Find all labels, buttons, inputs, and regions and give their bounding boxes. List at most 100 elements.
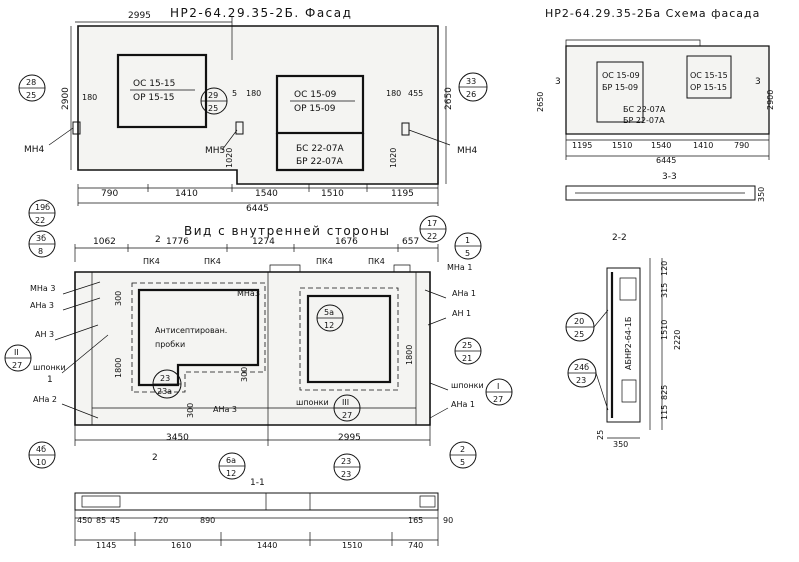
- section-22-mark: АБНР2-64-1Б: [624, 317, 633, 370]
- inner-pk-2: ПК4: [316, 257, 333, 266]
- facade-mh-mid: МН5: [205, 146, 225, 156]
- facade-window1-text-2: ОР 15-15: [133, 93, 175, 103]
- facade-node-right: 33 26: [458, 72, 488, 102]
- sec11-da-0: 450: [77, 516, 92, 525]
- inner-d300-c: 300: [186, 403, 195, 418]
- section-22-pads: [619, 277, 637, 403]
- sec11-dc-1: 890: [200, 516, 215, 525]
- section-22-outline: [606, 267, 641, 423]
- facade-view: НР2-64.29.35-2Б. Фасад 2995 ОС 15-15 ОР …: [18, 6, 488, 214]
- inner-d1800-right: 1800: [405, 345, 414, 365]
- facade-height-left: 2900: [61, 87, 71, 110]
- scheme-view: НР2-64.29.35-2Ба Схема фасада ОС 15-09 Б…: [536, 7, 775, 202]
- inner-view: Вид с внутренней стороны 2 1062 1776 127…: [4, 199, 513, 480]
- sec11-dc-0: 720: [153, 516, 168, 525]
- svg-text:2: 2: [460, 445, 465, 454]
- facade-node-mid: 29 25: [200, 87, 228, 115]
- facade-plate-right: [401, 122, 410, 136]
- facade-bdim-0: 790: [101, 189, 118, 199]
- facade-title: НР2-64.29.35-2Б. Фасад: [170, 6, 352, 20]
- svg-text:23: 23: [160, 374, 170, 383]
- svg-text:5: 5: [465, 249, 470, 258]
- svg-text:I: I: [497, 382, 499, 391]
- facade-mh-left: МН4: [24, 145, 45, 155]
- svg-text:II: II: [14, 348, 19, 357]
- inner-bdim-1: 2995: [338, 433, 361, 443]
- sec11-da-1: 85: [96, 516, 106, 525]
- facade-dim-455: 455: [408, 89, 423, 98]
- inner-top-lugs: [269, 264, 411, 272]
- scheme-sec-left: 3: [555, 77, 561, 87]
- scheme-title: НР2-64.29.35-2Ба Схема фасада: [545, 7, 760, 20]
- svg-text:10: 10: [36, 458, 46, 467]
- scheme-dim-1: 1510: [612, 141, 632, 150]
- inner-title: Вид с внутренней стороны: [184, 224, 390, 238]
- svg-text:29: 29: [208, 91, 218, 100]
- svg-text:25: 25: [462, 341, 472, 350]
- inner-label-ana1-top: АНа 1: [452, 289, 476, 298]
- facade-node-left: 28 25: [18, 74, 46, 102]
- leader-mn4-left: [48, 127, 74, 146]
- sec22-dim-115: 115: [660, 405, 669, 420]
- inner-node-I: I27: [485, 378, 513, 406]
- inner-label-an1: АН 1: [452, 309, 471, 318]
- svg-text:19б: 19б: [35, 203, 50, 212]
- facade-dim-ticks: [147, 184, 368, 192]
- facade-bdim-1: 1410: [175, 189, 198, 199]
- sec22-leaders: [593, 309, 609, 411]
- scheme-total: 6445: [656, 156, 676, 165]
- sec22-dim-350: 350: [613, 440, 628, 449]
- facade-dim-180-mid: 180: [246, 89, 261, 98]
- svg-text:6а: 6а: [226, 456, 236, 465]
- scheme-window-1: [596, 61, 644, 123]
- svg-text:1: 1: [465, 236, 470, 245]
- sec11-db-0: 1145: [96, 541, 116, 550]
- inner-d300-a: 300: [114, 291, 123, 306]
- scheme-dim-3: 1410: [693, 141, 713, 150]
- inner-label-mna3-in: МНа3: [237, 289, 260, 298]
- inner-label-shponki-bottom: шпонки: [296, 398, 329, 407]
- section-11-outline: [74, 492, 439, 511]
- inner-leaders-left: [54, 281, 109, 419]
- svg-text:25: 25: [26, 91, 36, 100]
- inner-label-ana1-bottom: АНа 1: [451, 400, 475, 409]
- facade-door: [275, 133, 365, 172]
- svg-text:17: 17: [427, 219, 437, 228]
- svg-text:24б: 24б: [574, 363, 589, 372]
- inner-frame-dashed-right: [299, 287, 399, 391]
- facade-door-text-2: БР 22-07А: [296, 157, 344, 167]
- inner-label-ana2: АНа 2: [33, 395, 57, 404]
- section-22-title: 2-2: [612, 233, 627, 243]
- sec11-db-3: 1510: [342, 541, 362, 550]
- svg-text:23: 23: [576, 376, 586, 385]
- inner-pk-0: ПК4: [143, 257, 160, 266]
- facade-dim-5: 5: [232, 89, 237, 98]
- scheme-door-text-2: БР 22-07А: [623, 116, 665, 125]
- section-22-view: 2-2 АБНР2-64-1Б 120 315 1510 2220 825 11…: [565, 233, 682, 449]
- facade-panel-outline: [77, 25, 439, 185]
- inner-node-1: 15: [454, 232, 482, 260]
- facade-dim-180-right: 180: [386, 89, 401, 98]
- svg-text:33: 33: [466, 77, 476, 86]
- facade-window2-text-1: ОС 15-09: [294, 90, 337, 100]
- svg-text:12: 12: [226, 469, 236, 478]
- facade-height-right: 2650: [444, 87, 454, 110]
- leader-mn4-right: [408, 129, 451, 146]
- inner-sec-bottom: 2: [152, 453, 158, 463]
- inner-label-ana3-bottom: АНа 3: [213, 405, 237, 414]
- facade-plate-left: [72, 121, 81, 135]
- svg-text:12: 12: [324, 321, 334, 330]
- scheme-door-text-1: БС 22-07А: [623, 105, 666, 114]
- section-33-title: 3-3: [662, 172, 677, 182]
- inner-tdim-1: 1776: [166, 237, 189, 247]
- svg-text:5: 5: [460, 458, 465, 467]
- facade-mh-right: МН4: [457, 146, 478, 156]
- sec22-dim-2220: 2220: [673, 330, 682, 350]
